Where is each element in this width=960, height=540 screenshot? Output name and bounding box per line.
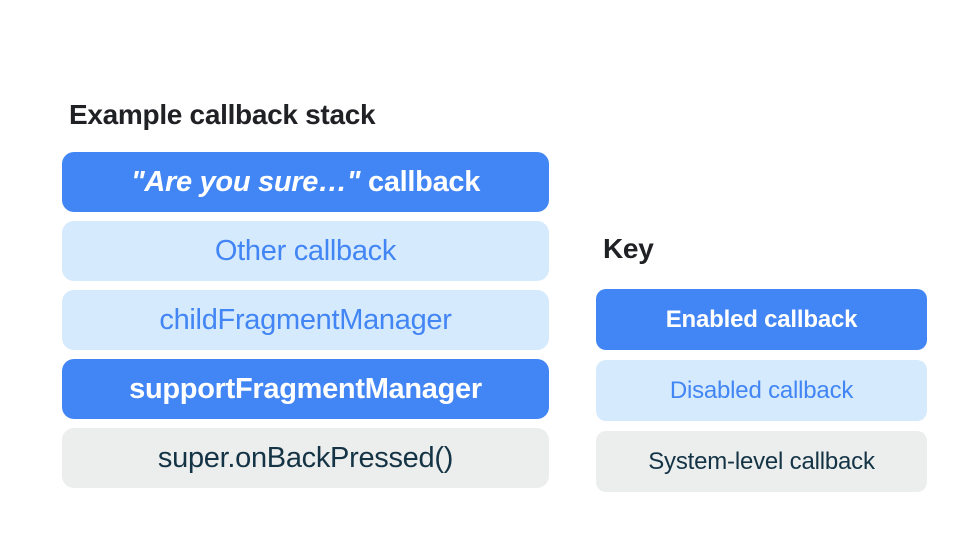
stack-item-other-callback: Other callback [62,221,549,281]
stack-item-label-quoted: "Are you sure…" [130,165,361,198]
stack-item-super-on-back-pressed: super.onBackPressed() [62,428,549,488]
callback-stack: "Are you sure…" callback Other callback … [62,152,549,488]
legend-item-label: Enabled callback [665,305,858,333]
stack-item-label: childFragmentManager [159,303,452,336]
stack-item-label: supportFragmentManager [129,372,482,405]
stack-item-label-rest: callback [360,165,481,198]
legend-item-label: Disabled callback [669,376,854,404]
legend-item-disabled-callback: Disabled callback [596,360,927,421]
key-legend: Enabled callback Disabled callback Syste… [596,289,927,492]
key-section-title: Key [603,233,654,264]
stack-item-child-fragment-manager: childFragmentManager [62,290,549,350]
legend-item-system-level-callback: System-level callback [596,431,927,492]
legend-item-enabled-callback: Enabled callback [596,289,927,350]
stack-item-are-you-sure-callback: "Are you sure…" callback [62,152,549,212]
stack-section-title: Example callback stack [69,99,376,130]
stack-item-support-fragment-manager: supportFragmentManager [62,359,549,419]
stack-item-label: Other callback [214,234,397,267]
stack-item-label: super.onBackPressed() [157,441,454,474]
legend-item-label: System-level callback [648,447,875,475]
